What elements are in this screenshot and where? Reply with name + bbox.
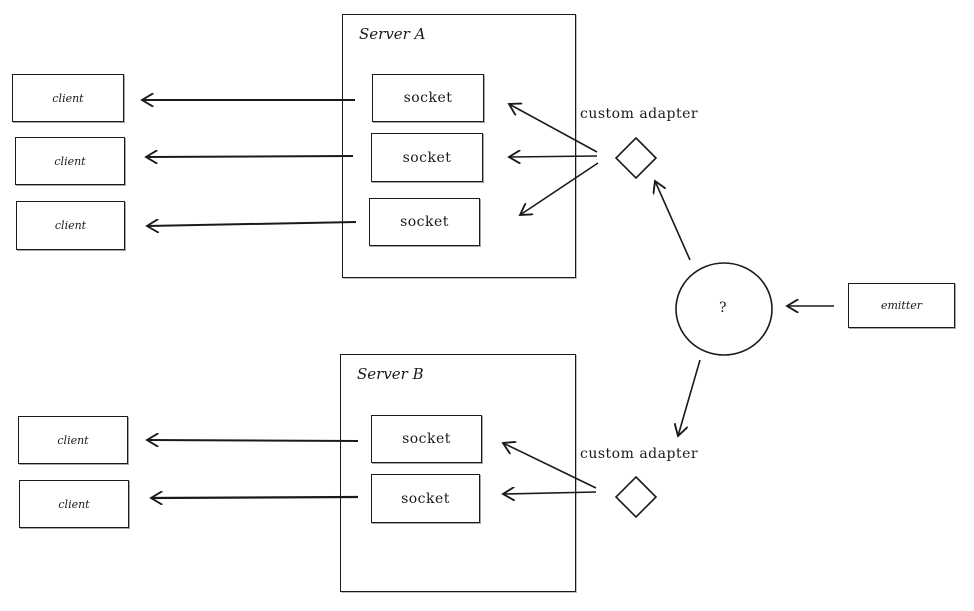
server-a-socket-1: socket (372, 74, 484, 122)
adapter-label-top: custom adapter (580, 106, 699, 122)
arrow-adapter-bottom-to-socket-b2 (503, 492, 597, 494)
arrow-router-to-adapter-top (655, 181, 691, 261)
emitter-label: emitter (880, 299, 923, 312)
arrow-adapter-top-to-socket-a3 (520, 162, 599, 215)
arrow-socket-b2-to-client-b2 (151, 497, 359, 498)
server-b-box: Server B (340, 354, 576, 592)
server-a-socket-3: socket (369, 198, 480, 246)
server-b-socket-2: socket (371, 474, 480, 523)
socket-label: socket (402, 149, 452, 166)
arrow-socket-b1-to-client-b1 (147, 440, 359, 441)
arrow-adapter-top-to-socket-a2 (509, 156, 598, 157)
server-a-title: Server A (359, 25, 426, 43)
client-label: client (52, 91, 84, 105)
adapter-diamond-top (614, 136, 658, 180)
socket-label: socket (401, 490, 450, 507)
socket-label: socket (400, 214, 449, 230)
client-a-3: client (16, 201, 125, 250)
adapter-label-bottom: custom adapter (580, 446, 699, 462)
socket-label: socket (402, 431, 451, 447)
client-label: client (54, 154, 86, 168)
arrow-router-to-adapter-bottom (678, 359, 701, 436)
client-a-1: client (12, 74, 124, 122)
server-a-box: Server A (342, 14, 576, 278)
arrow-socket-a3-to-client-a3 (147, 222, 357, 226)
emitter-box: emitter (848, 283, 955, 328)
router-label: ? (719, 300, 727, 316)
server-b-title: Server B (357, 365, 424, 383)
client-label: client (57, 433, 89, 447)
client-label: client (58, 497, 90, 511)
server-a-socket-2: socket (371, 133, 483, 182)
arrow-adapter-top-to-socket-a1 (509, 104, 598, 153)
client-b-2: client (19, 480, 129, 528)
router-circle (675, 262, 773, 356)
arrow-socket-a2-to-client-a2 (146, 156, 354, 157)
socket-label: socket (403, 90, 453, 106)
client-label: client (54, 219, 87, 232)
adapter-diamond-bottom (614, 475, 658, 519)
server-b-socket-1: socket (371, 415, 482, 463)
arrow-adapter-bottom-to-socket-b1 (503, 443, 597, 489)
client-a-2: client (15, 137, 125, 185)
client-b-1: client (18, 416, 128, 464)
